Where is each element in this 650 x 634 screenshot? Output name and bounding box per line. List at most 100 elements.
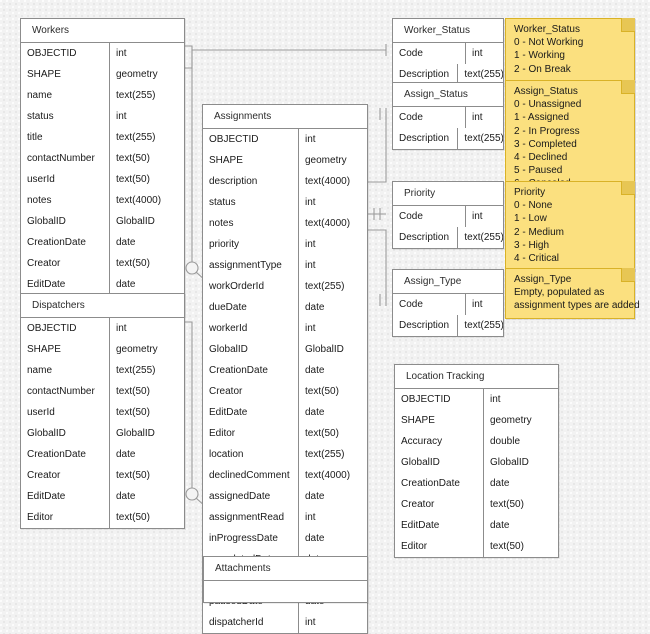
entity-attachments[interactable]: Attachments	[203, 556, 368, 603]
field-type: date	[305, 407, 325, 418]
field-name: EditDate	[21, 274, 110, 295]
connector-assignments-status-to-assign-status[interactable]	[366, 108, 387, 183]
entity-field-list	[204, 581, 367, 602]
field-name: notes	[203, 213, 299, 234]
field-type: text(255)	[116, 132, 156, 143]
field-name: OBJECTID	[21, 43, 110, 64]
field-type: int	[305, 512, 316, 523]
entity-title: Assignments	[203, 105, 367, 129]
field-type: text(4000)	[305, 218, 351, 229]
note-line: 4 - Declined	[514, 152, 568, 164]
connector-assignments-priority-to-priority[interactable]	[366, 208, 386, 220]
field-type: text(50)	[116, 258, 150, 269]
field-type: GlobalID	[116, 216, 155, 227]
field-name: assignmentType	[203, 255, 299, 276]
field-type: date	[305, 365, 325, 376]
field-type: text(255)	[464, 320, 503, 331]
note-line: 0 - Not Working	[514, 37, 584, 49]
field-type: int	[305, 239, 316, 250]
field-type: int	[490, 394, 501, 405]
field-name: dueDate	[203, 297, 299, 318]
field-name: CreationDate	[395, 473, 484, 494]
field-type: date	[116, 279, 136, 290]
field-type: geometry	[116, 69, 158, 80]
field-name: OBJECTID	[21, 318, 110, 339]
field-name: Description	[393, 227, 459, 248]
field-type: int	[472, 211, 483, 222]
field-type: int	[305, 323, 316, 334]
connector-workers-to-assignments-workerid[interactable]	[183, 45, 207, 282]
field-type: int	[472, 112, 483, 123]
field-type: text(50)	[116, 512, 150, 523]
field-name: CreationDate	[203, 360, 299, 381]
entity-title: Attachments	[204, 557, 367, 581]
field-type: date	[305, 302, 325, 313]
connector-dispatchers-to-assignments-dispatcherid[interactable]	[183, 321, 207, 508]
field-name: Accuracy	[395, 431, 484, 452]
field-name: declinedComment	[203, 465, 299, 486]
field-name: EditDate	[395, 515, 484, 536]
field-name: SHAPE	[21, 64, 110, 85]
field-type: text(50)	[116, 386, 150, 397]
field-type: int	[305, 197, 316, 208]
field-name: workOrderId	[203, 276, 299, 297]
note-line: 0 - Unassigned	[514, 99, 582, 111]
entity-title: Location Tracking	[395, 365, 558, 389]
note-line: 0 - None	[514, 200, 553, 212]
note-fold-corner-icon	[621, 181, 635, 195]
entity-title: Assign_Type	[393, 270, 503, 294]
field-type: text(50)	[116, 407, 150, 418]
field-type: text(50)	[490, 541, 524, 552]
note-fold-corner-icon	[621, 18, 635, 32]
field-name: Editor	[395, 536, 484, 557]
field-name: Creator	[395, 494, 484, 515]
field-type: int	[116, 48, 127, 59]
field-type: date	[305, 533, 325, 544]
field-type: GlobalID	[490, 457, 529, 468]
field-name: GlobalID	[395, 452, 484, 473]
note-line: 1 - Low	[514, 213, 547, 225]
field-type: text(255)	[116, 90, 156, 101]
field-type: text(255)	[464, 69, 503, 80]
connector-assignments-type-to-assign-type[interactable]	[366, 229, 387, 306]
field-type: text(50)	[116, 174, 150, 185]
field-row: OBJECTID int	[21, 43, 184, 64]
field-name: SHAPE	[395, 410, 484, 431]
field-row: SHAPE geometry	[21, 64, 184, 85]
connector-workers-status-to-worker-status[interactable]	[182, 44, 387, 74]
field-name: Editor	[21, 507, 110, 528]
